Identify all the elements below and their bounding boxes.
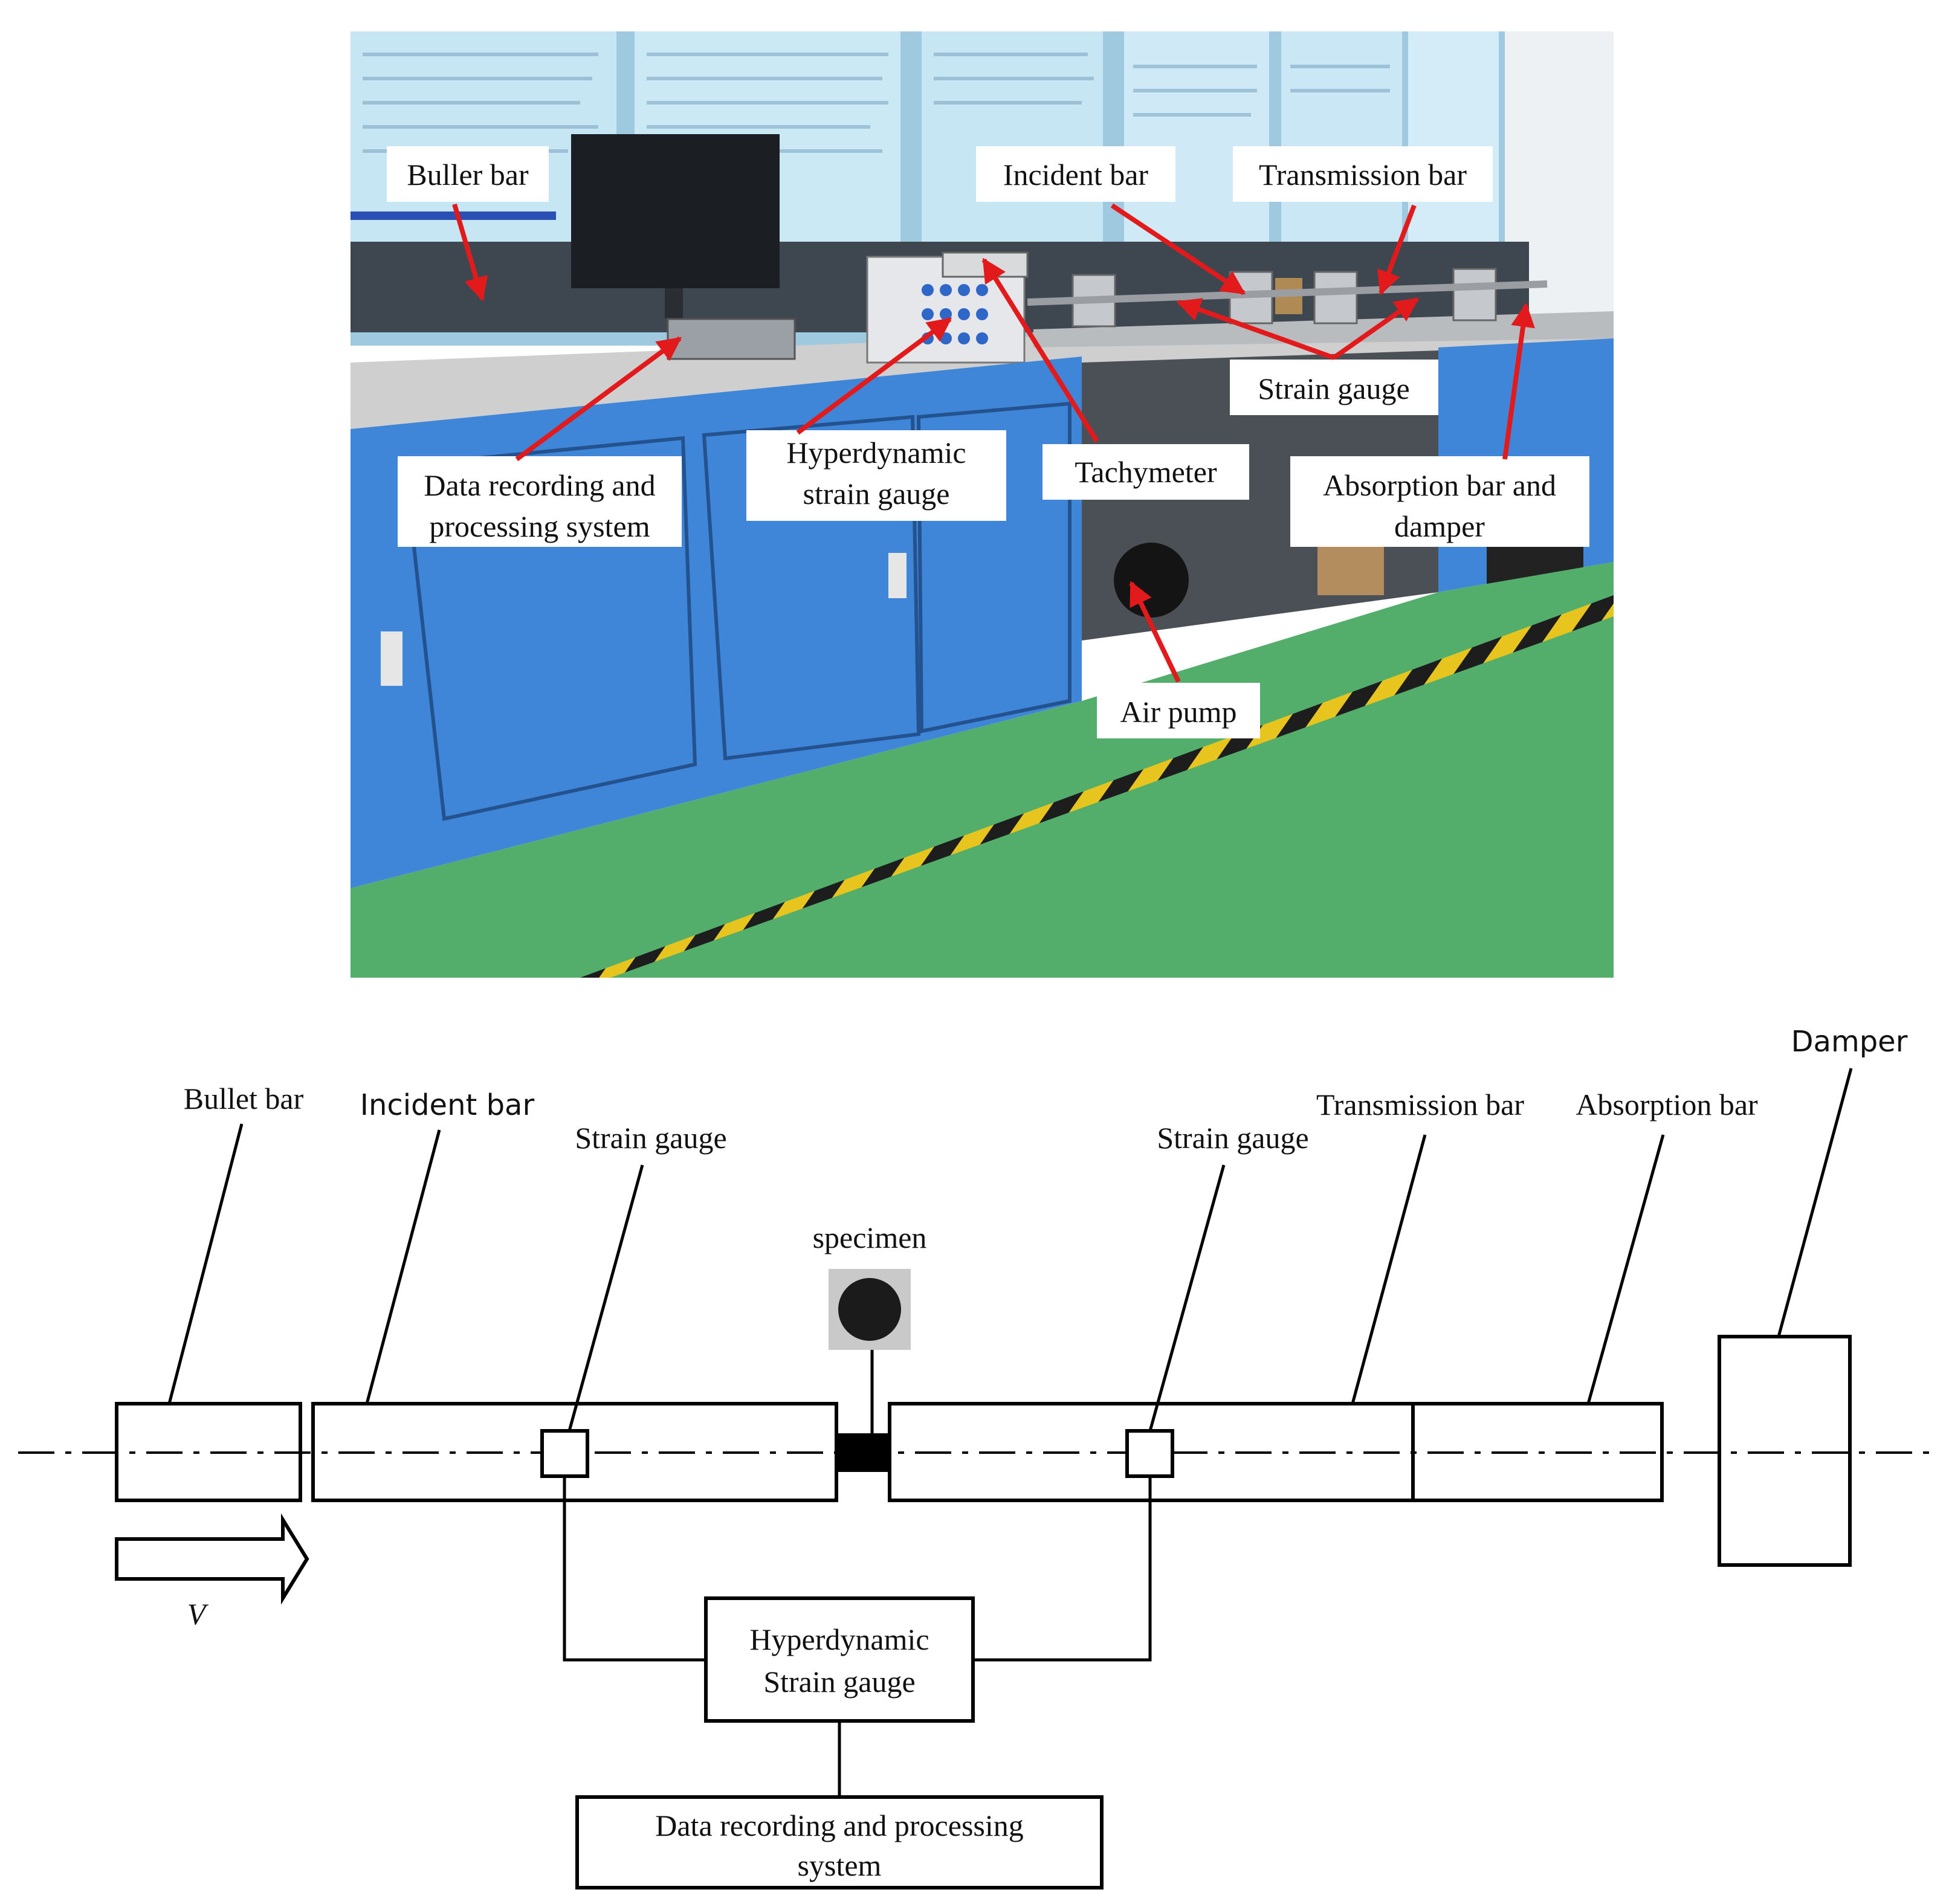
photo-label-transmission-bar: Transmission bar xyxy=(1233,146,1493,202)
monitor-stand xyxy=(665,288,683,318)
buller-bar-text: Buller bar xyxy=(407,158,529,192)
bullet-bar xyxy=(115,1402,302,1502)
absorption-line1: Absorption bar and xyxy=(1323,468,1556,502)
transmission-bar-text: Transmission bar xyxy=(1259,158,1467,192)
specimen-image xyxy=(829,1269,911,1350)
photo-label-absorption: Absorption bar and damper xyxy=(1290,456,1589,547)
arrow-transmission-bar xyxy=(1377,204,1417,295)
wire-right-gauge xyxy=(973,1476,1152,1662)
pressure-bars xyxy=(1027,280,1548,306)
data-recording-line1: Data recording and xyxy=(424,468,655,502)
arrow-tachymeter xyxy=(981,257,1099,443)
cabinet-handle-2 xyxy=(888,553,907,598)
arrow-strain-gauge-left xyxy=(1176,298,1335,360)
arrow-absorption xyxy=(1502,303,1535,460)
green-floor xyxy=(351,562,1614,978)
wire-left-gauge xyxy=(563,1476,706,1662)
specimen-label: specimen xyxy=(813,1221,927,1254)
cabinet-handle-1 xyxy=(381,631,402,686)
cardboard-box xyxy=(1317,547,1384,595)
leader-incident-bar xyxy=(365,1129,441,1404)
arrow-buller-bar xyxy=(452,203,488,302)
data-recording-system-box xyxy=(575,1795,1104,1889)
tachymeter-text: Tachymeter xyxy=(1075,455,1217,489)
leader-absorption-bar xyxy=(1586,1134,1665,1404)
schematic-diagram xyxy=(18,1068,1940,1889)
leader-damper xyxy=(1777,1068,1853,1337)
hyperdynamic-line1: Hyperdynamic xyxy=(786,436,966,470)
bullet-bar-label: Bullet bar xyxy=(184,1082,304,1115)
specimen-block xyxy=(836,1433,890,1472)
leader-transmission-bar xyxy=(1351,1134,1427,1404)
data-system-line1: Data recording and processing xyxy=(655,1809,1024,1842)
strain-gauge-text: Strain gauge xyxy=(1258,372,1409,405)
photo-label-air-pump: Air pump xyxy=(1097,683,1260,738)
hyperdynamic-box-line2: Strain gauge xyxy=(763,1665,915,1699)
arrow-incident-bar-1 xyxy=(1110,203,1246,295)
hazard-stripe xyxy=(580,595,1614,978)
strain-gauge-right-label: Strain gauge xyxy=(1157,1121,1308,1155)
blue-stripe xyxy=(351,211,556,220)
bar-supports xyxy=(1071,268,1497,328)
absorption-bar-label: Absorption bar xyxy=(1576,1088,1758,1121)
absorption-line2: damper xyxy=(1394,509,1485,543)
hyperdynamic-line2: strain gauge xyxy=(803,477,950,511)
arrow-strain-gauge-right xyxy=(1332,297,1420,360)
incident-bar-label: Incident bar xyxy=(360,1088,535,1122)
photo-label-data-recording: Data recording and processing system xyxy=(398,456,682,547)
photo-arrows xyxy=(452,203,1535,683)
air-pump-tank xyxy=(1114,543,1189,618)
cabinet-door-lines xyxy=(402,401,1071,821)
data-recording-line2: processing system xyxy=(429,509,650,543)
absorption-bar xyxy=(1411,1402,1664,1502)
leader-strain-gauge-right xyxy=(1148,1164,1226,1431)
strain-gauge-left-square xyxy=(540,1429,589,1478)
leader-strain-gauge-left xyxy=(567,1164,644,1431)
photo-label-hyperdynamic: Hyperdynamic strain gauge xyxy=(746,430,1006,521)
monitor xyxy=(571,134,780,288)
hyperdynamic-strain-gauge-box xyxy=(704,1596,975,1723)
transmission-bar-label: Transmission bar xyxy=(1316,1088,1524,1121)
strain-gauge-right-square xyxy=(1125,1429,1174,1478)
photo-label-tachymeter: Tachymeter xyxy=(1042,444,1249,500)
hyperdynamic-box-line1: Hyperdynamic xyxy=(749,1622,929,1656)
photo-label-buller-bar: Buller bar xyxy=(387,146,549,202)
air-pump-text: Air pump xyxy=(1120,695,1236,729)
strain-gauge-left-label: Strain gauge xyxy=(575,1121,726,1155)
arrow-data-recording xyxy=(515,336,682,462)
arrow-hyperdynamic xyxy=(796,317,952,435)
data-recorder-box xyxy=(667,318,796,360)
arrow-air-pump xyxy=(1129,581,1181,683)
photo-label-strain-gauge: Strain gauge xyxy=(1230,360,1438,415)
velocity-label: V xyxy=(187,1597,209,1631)
photo-label-incident-bar: Incident bar xyxy=(976,146,1175,202)
damper-label: Damper xyxy=(1791,1025,1908,1059)
damper-box xyxy=(1718,1335,1852,1567)
velocity-arrow xyxy=(115,1513,309,1605)
incident-bar-text: Incident bar xyxy=(1003,158,1149,192)
data-system-line2: system xyxy=(798,1848,882,1882)
leader-bullet-bar xyxy=(167,1123,244,1404)
